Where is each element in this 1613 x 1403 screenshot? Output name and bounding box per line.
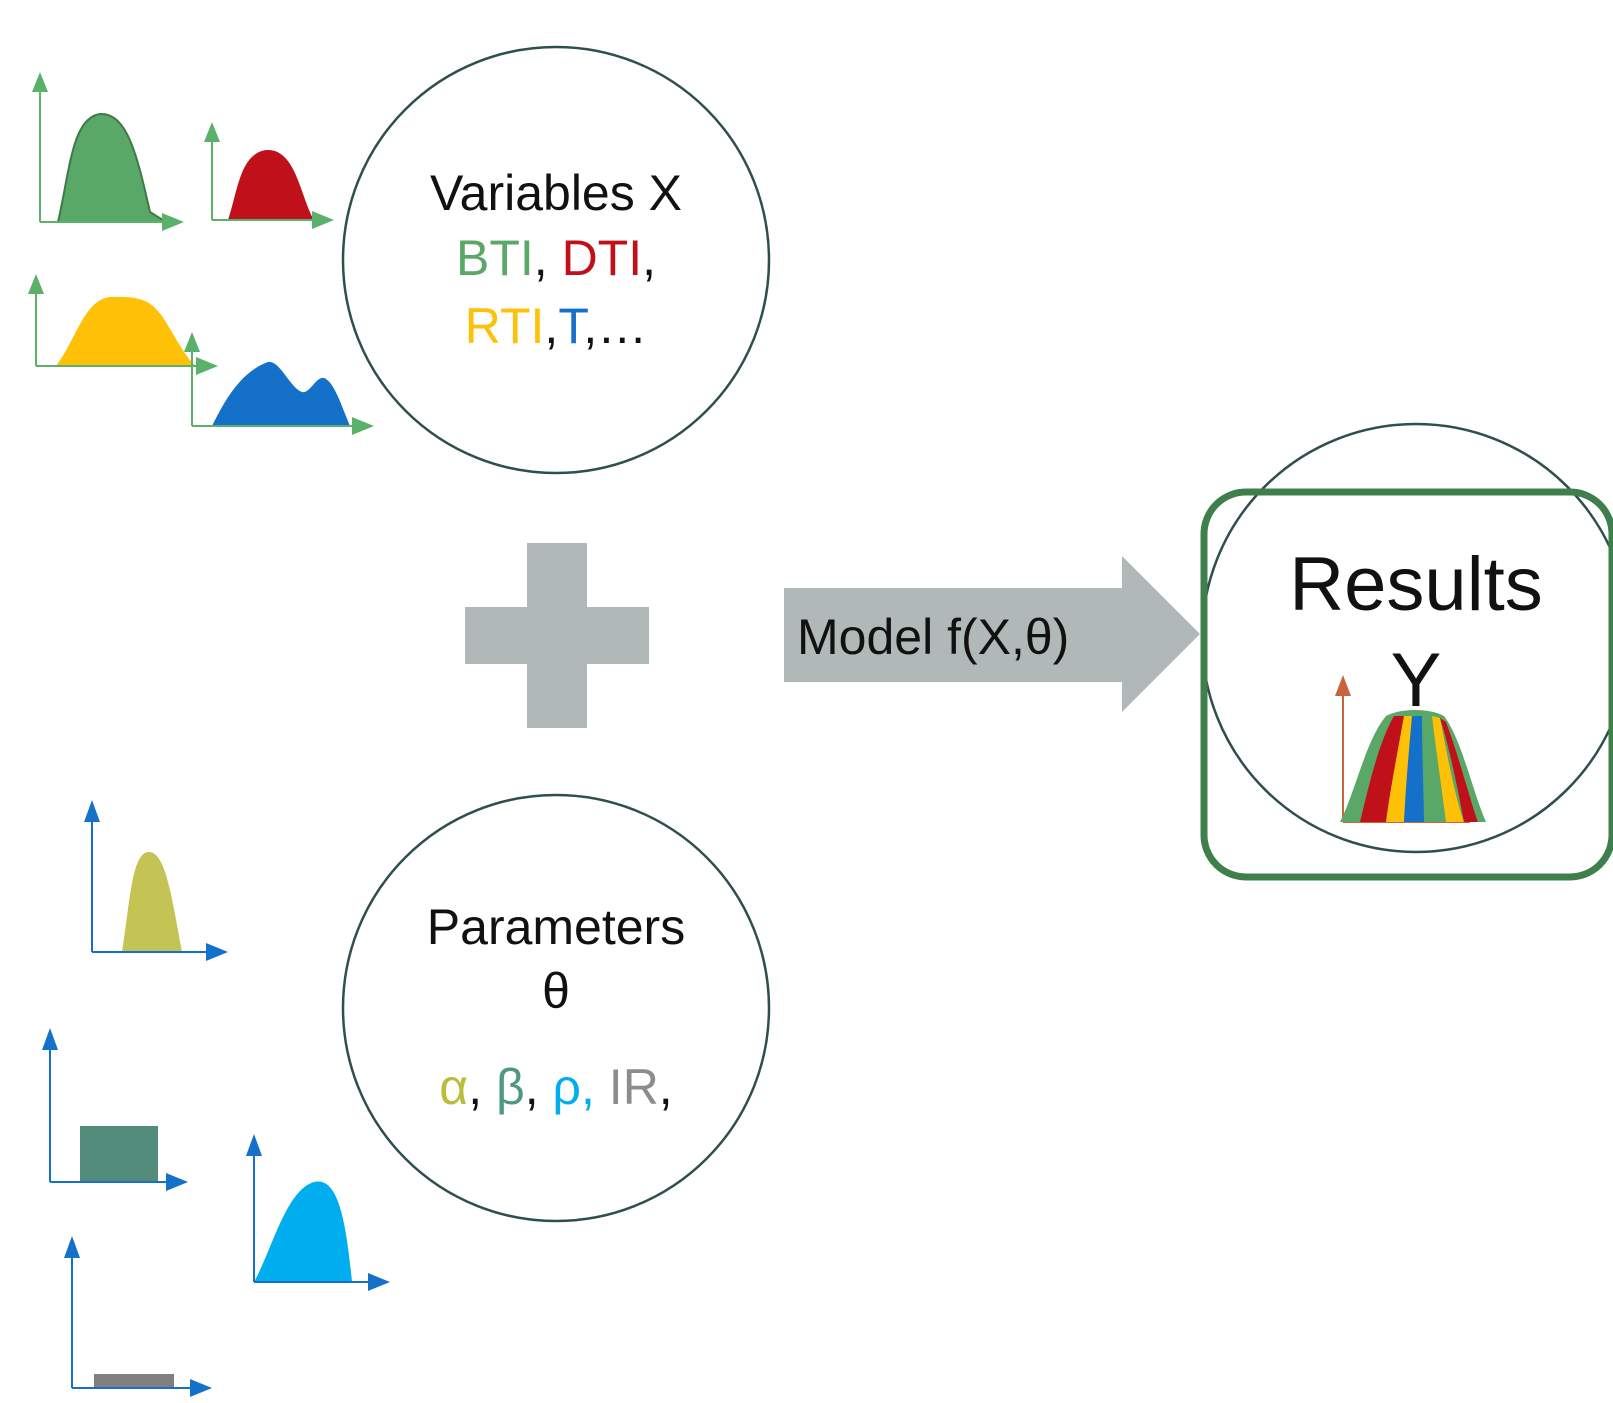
parameters-list: α, β, ρ, IR, (439, 1059, 672, 1115)
model-label: Model f(X,θ) (797, 609, 1069, 665)
parameters-node: Parameters θ α, β, ρ, IR, (341, 793, 771, 1223)
parameter-ir: IR (609, 1059, 659, 1115)
rho-distribution-icon (246, 1134, 390, 1291)
bti-distribution-icon (32, 72, 184, 231)
results-symbol: Y (1391, 638, 1442, 723)
results-node: Results Y (1200, 422, 1613, 881)
parameter-distributions (42, 800, 390, 1397)
variables-line-2: RTI,T,… (465, 298, 647, 354)
variable-bti: BTI (456, 230, 534, 286)
ir-distribution-icon (64, 1236, 212, 1397)
results-title: Results (1289, 542, 1542, 627)
parameters-title: Parameters (427, 899, 685, 955)
alpha-distribution-icon (84, 800, 228, 961)
dti-distribution-icon (204, 122, 334, 229)
beta-distribution-icon (42, 1028, 188, 1191)
t-distribution-icon (184, 332, 374, 435)
variable-dti: DTI (562, 230, 643, 286)
variable-distributions (28, 72, 374, 435)
right-arrow-icon (784, 556, 1200, 712)
parameter-alpha: α (439, 1059, 468, 1115)
rti-distribution-icon (28, 274, 218, 375)
model-arrow: Model f(X,θ) (784, 556, 1200, 712)
parameter-beta: β (496, 1059, 525, 1115)
variables-node: Variables X BTI, DTI, RTI,T,… (341, 45, 771, 475)
variables-title: Variables X (430, 165, 682, 221)
results-box (1200, 488, 1613, 881)
variables-line-1: BTI, DTI, (456, 230, 656, 286)
variable-t: T (558, 298, 588, 354)
variable-rti: RTI (465, 298, 545, 354)
parameters-symbol: θ (542, 963, 570, 1019)
parameter-rho: ρ, (553, 1059, 595, 1115)
results-distribution-icon (1335, 675, 1486, 823)
plus-icon (465, 543, 649, 728)
